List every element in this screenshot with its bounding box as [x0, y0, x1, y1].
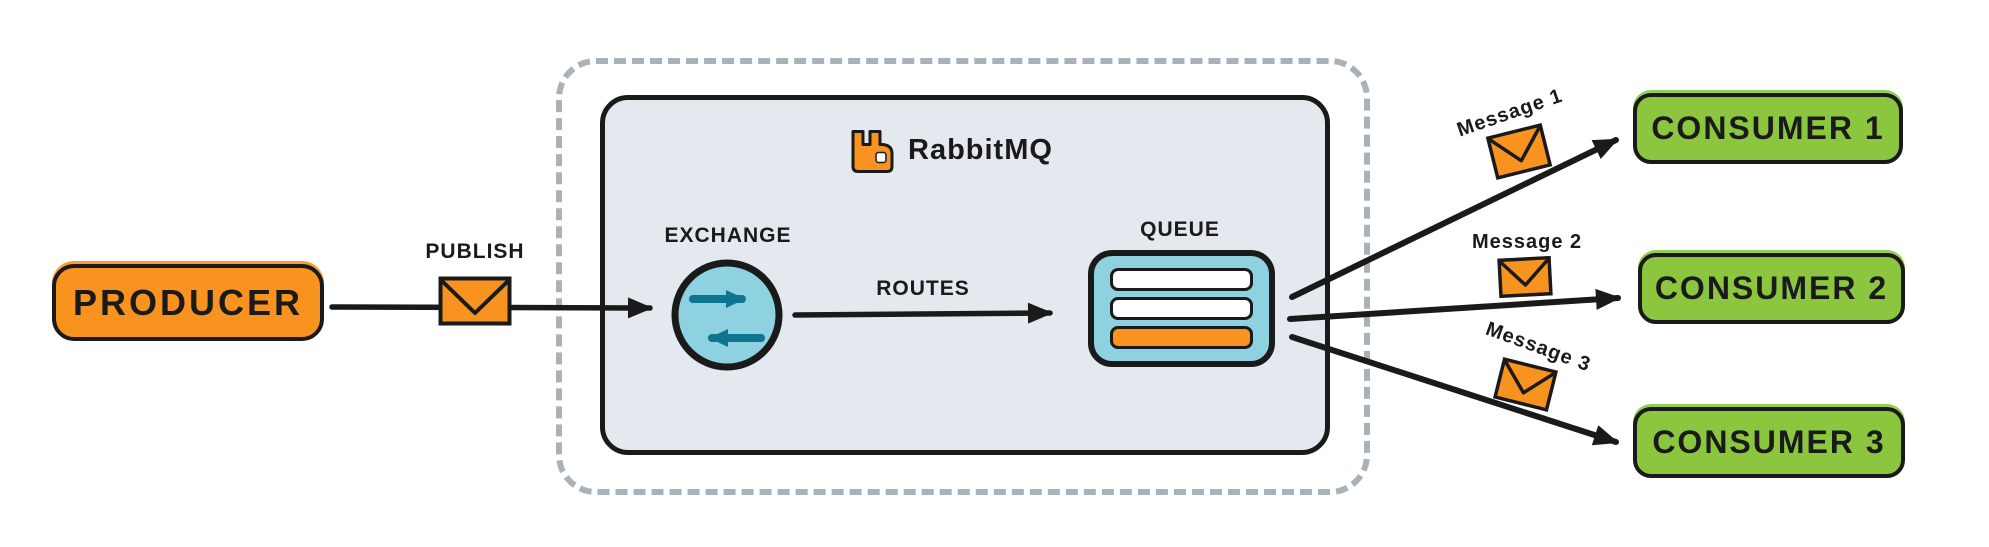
routes-label: ROUTES — [876, 277, 970, 300]
queue-label: QUEUE — [1140, 218, 1220, 241]
consumer-2-label: CONSUMER 2 — [1654, 270, 1889, 306]
queue-slot — [1110, 268, 1253, 291]
message-2-envelope-icon — [1497, 255, 1553, 299]
queue-slot — [1110, 297, 1253, 320]
queue-node — [1088, 250, 1275, 367]
exchange-icon — [671, 259, 783, 371]
message-2-label: Message 2 — [1472, 231, 1583, 253]
consumer-1-label: CONSUMER 1 — [1651, 110, 1885, 146]
broker-title: RabbitMQ — [908, 133, 1053, 166]
logo-hole — [875, 151, 887, 163]
rabbitmq-logo-icon — [851, 129, 894, 173]
message-1-envelope-icon — [1485, 122, 1553, 181]
rabbitmq-brand: RabbitMQ — [846, 124, 1053, 176]
producer-label: PRODUCER — [72, 281, 303, 323]
producer-node: PRODUCER — [52, 264, 324, 341]
consumer-3-label: CONSUMER 3 — [1652, 424, 1886, 460]
message-3-envelope-icon — [1492, 357, 1559, 412]
exchange-label: EXCHANGE — [664, 224, 792, 247]
queue-slot — [1110, 326, 1253, 349]
publish-label: PUBLISH — [425, 240, 525, 263]
publish-envelope-icon — [438, 276, 512, 326]
consumer-2-node: CONSUMER 2 — [1638, 253, 1905, 324]
consumer-3-node: CONSUMER 3 — [1633, 407, 1905, 478]
consumer-1-node: CONSUMER 1 — [1633, 93, 1903, 164]
